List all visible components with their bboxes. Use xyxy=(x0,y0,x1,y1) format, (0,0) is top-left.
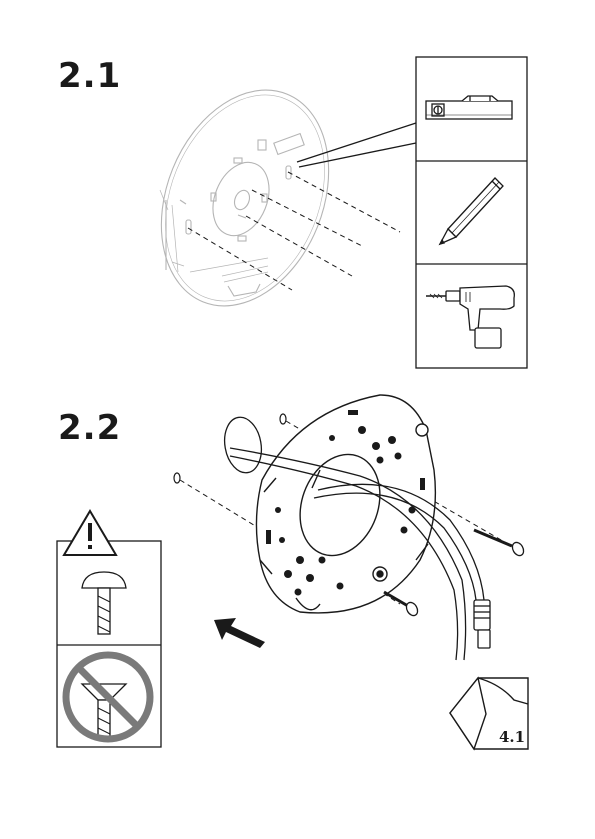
pencil-icon xyxy=(440,178,503,244)
spirit-level-icon xyxy=(426,96,512,119)
warning-triangle-icon xyxy=(64,511,116,555)
network-connector-icon xyxy=(474,600,490,648)
drill-icon xyxy=(426,286,514,348)
cable-entry-disk xyxy=(220,414,265,475)
reference-page-label: 4.1 xyxy=(499,728,525,746)
pan-head-screw-icon xyxy=(82,572,126,634)
screw-right-lower xyxy=(384,592,420,618)
tools-callout xyxy=(297,123,416,167)
drill-point-guides xyxy=(188,172,400,290)
drill-template xyxy=(131,65,360,331)
screw-right-upper xyxy=(474,530,526,558)
direction-arrow-icon xyxy=(214,618,265,648)
